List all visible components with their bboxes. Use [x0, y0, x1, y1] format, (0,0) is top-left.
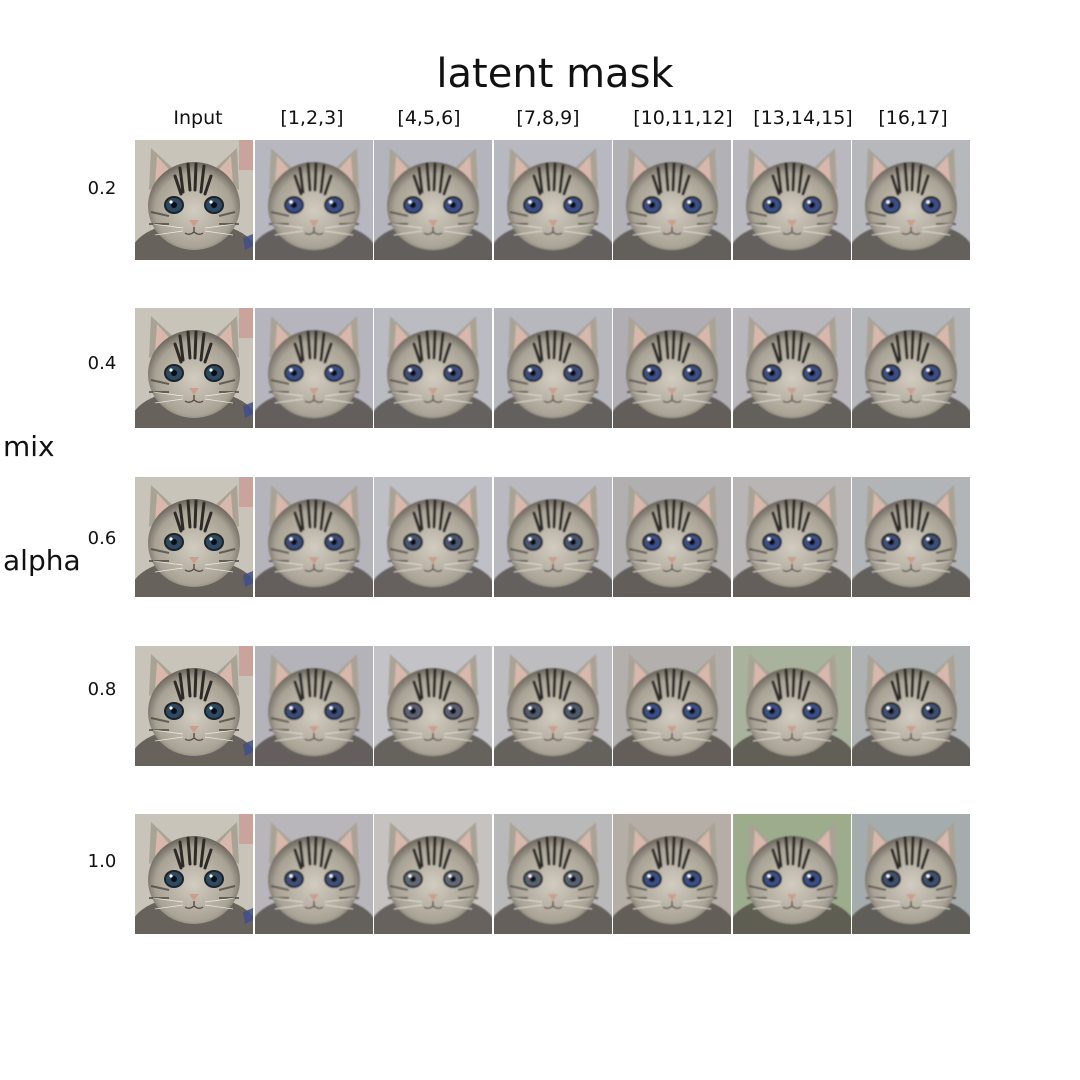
cat-face-icon [135, 140, 253, 260]
row-label: 0.8 [87, 679, 117, 700]
cat-face-icon [852, 646, 970, 766]
cat-face-icon [493, 646, 612, 766]
cat-face-icon [254, 308, 373, 428]
generated-kitten-image [613, 814, 731, 934]
generated-kitten-image [613, 140, 731, 260]
generated-kitten-image [613, 646, 731, 766]
cat-face-icon [493, 140, 612, 260]
column-label: [13,14,15] [753, 107, 853, 129]
generated-kitten-image [254, 814, 373, 934]
generated-kitten-image [852, 477, 970, 597]
input-kitten-image [135, 477, 253, 597]
column-label: [7,8,9] [516, 107, 580, 129]
generated-kitten-image [852, 814, 970, 934]
input-kitten-image [135, 140, 253, 260]
cat-face-icon [254, 477, 373, 597]
cat-face-icon [135, 308, 253, 428]
generated-kitten-image [613, 308, 731, 428]
image-row [135, 140, 972, 260]
generated-kitten-image [493, 477, 612, 597]
generated-kitten-image [374, 646, 492, 766]
generated-kitten-image [493, 814, 612, 934]
image-row [135, 814, 972, 934]
cat-face-icon [613, 477, 731, 597]
generated-kitten-image [732, 814, 851, 934]
input-kitten-image [135, 308, 253, 428]
cat-face-icon [852, 140, 970, 260]
generated-kitten-image [493, 308, 612, 428]
generated-kitten-image [732, 308, 851, 428]
cat-face-icon [254, 646, 373, 766]
cat-face-icon [135, 646, 253, 766]
cat-face-icon [374, 477, 492, 597]
column-label: [1,2,3] [280, 107, 344, 129]
cat-face-icon [374, 140, 492, 260]
cat-face-icon [732, 308, 851, 428]
row-label: 1.0 [87, 851, 117, 872]
cat-face-icon [613, 308, 731, 428]
input-kitten-image [135, 814, 253, 934]
generated-kitten-image [374, 308, 492, 428]
column-label: [4,5,6] [397, 107, 461, 129]
cat-face-icon [374, 646, 492, 766]
cat-face-icon [374, 308, 492, 428]
figure-title: latent mask [436, 51, 674, 97]
cat-face-icon [732, 646, 851, 766]
generated-kitten-image [374, 477, 492, 597]
cat-face-icon [135, 814, 253, 934]
cat-face-icon [852, 308, 970, 428]
generated-kitten-image [732, 140, 851, 260]
column-label: [16,17] [878, 107, 948, 129]
y-axis-word-alpha: alpha [3, 544, 81, 577]
row-label: 0.4 [87, 353, 117, 374]
generated-kitten-image [493, 140, 612, 260]
cat-face-icon [493, 308, 612, 428]
generated-kitten-image [613, 477, 731, 597]
y-axis-word-mix: mix [3, 430, 55, 463]
generated-kitten-image [852, 308, 970, 428]
column-label: Input [173, 107, 223, 129]
cat-face-icon [613, 814, 731, 934]
cat-face-icon [374, 814, 492, 934]
generated-kitten-image [852, 646, 970, 766]
cat-face-icon [493, 477, 612, 597]
generated-kitten-image [374, 140, 492, 260]
cat-face-icon [254, 814, 373, 934]
generated-kitten-image [254, 308, 373, 428]
cat-face-icon [732, 140, 851, 260]
cat-face-icon [613, 140, 731, 260]
image-row [135, 308, 972, 428]
column-label: [10,11,12] [633, 107, 733, 129]
cat-face-icon [852, 814, 970, 934]
generated-kitten-image [493, 646, 612, 766]
cat-face-icon [732, 477, 851, 597]
generated-kitten-image [254, 646, 373, 766]
generated-kitten-image [732, 477, 851, 597]
generated-kitten-image [254, 477, 373, 597]
input-kitten-image [135, 646, 253, 766]
row-label: 0.2 [87, 178, 117, 199]
cat-face-icon [732, 814, 851, 934]
generated-kitten-image [254, 140, 373, 260]
image-row [135, 477, 972, 597]
cat-face-icon [613, 646, 731, 766]
image-row [135, 646, 972, 766]
cat-face-icon [135, 477, 253, 597]
row-label: 0.6 [87, 528, 117, 549]
cat-face-icon [852, 477, 970, 597]
cat-face-icon [493, 814, 612, 934]
generated-kitten-image [852, 140, 970, 260]
generated-kitten-image [374, 814, 492, 934]
cat-face-icon [254, 140, 373, 260]
generated-kitten-image [732, 646, 851, 766]
